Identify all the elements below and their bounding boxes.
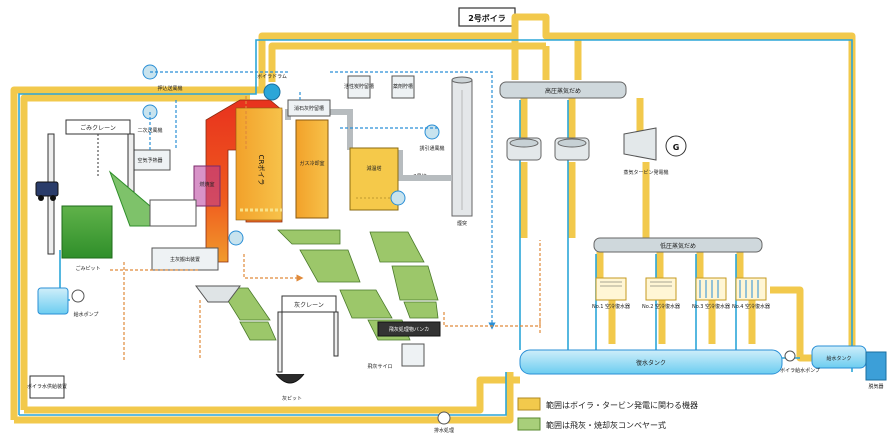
reagent-tank-2: 活性炭貯留槽 [344,76,374,98]
boiler-drum-label: ボイラドラム [257,73,287,80]
fly-ash-bunker: 飛灰処理物バンカ [378,322,440,336]
boiler-label: CRボイラ [257,155,265,186]
feed-tank-label: 給水タンク [826,355,851,362]
turbine-label: 蒸気タービン発電機 [623,169,668,176]
air-heater: 空気予熱器 [130,150,170,170]
garbage-pit: ごみピット [62,206,112,272]
condenser-1-label: No.1 空冷復水器 [592,303,630,310]
condensate-tank-label: 復水タンク [636,359,666,367]
gas-cooler-label: ガス冷却室 [299,160,324,167]
condenser-3-label: No.3 空冷復水器 [692,303,730,310]
ash-crane: 灰クレーン [278,296,338,372]
stack-label: 煙突 [457,220,467,227]
fly-ash-bunker-label: 飛灰処理物バンカ [389,326,429,333]
slag-pit-label: 主灰搬出装置 [170,256,200,263]
stack: 煙突 2号炉 [413,77,472,227]
steam-header-2: 低圧蒸気だめ [594,238,762,252]
legend-item-boiler: 範囲はボイラ・タービン発電に関わる機器 [518,398,698,410]
fan-2-label: 誘引通風機 [419,145,444,152]
garbage-truck [36,182,58,201]
water-tank-left: 給水ポンプ [38,288,98,318]
title-text: 2号ボイラ [468,13,506,23]
ash-pit-label: 灰ピット [282,395,302,402]
temp-reducer: 減温塔 [350,148,398,210]
fan-4 [391,191,405,205]
fly-ash-silo: 飛灰サイロ [367,344,424,370]
condenser-3: No.3 空冷復水器 [692,278,730,310]
feed-tank: 給水タンク [812,346,866,368]
turbine-generator: G 蒸気タービン発電機 [623,128,686,176]
combustion-label: 燃焼室 [199,181,214,188]
title-box: 2号ボイラ [459,8,515,26]
condenser-1: No.1 空冷復水器 [592,278,630,310]
legend: 範囲はボイラ・タービン発電に関わる機器 範囲は飛灰・焼却灰コンベヤー式 [518,398,698,430]
fan-2: 誘引通風機 [419,125,444,152]
reagent-tank-3-label: 薬剤貯槽 [393,83,413,90]
garbage-pit-label: ごみピット [75,265,100,272]
turbine-unit-1 [507,138,541,160]
tank-left-label: ボイラ水供給装置 [27,383,67,390]
ash-pit: 灰ピット [276,374,304,402]
fly-ash-silo-label: 飛灰サイロ [367,363,392,370]
reagent-tank-1: 消石灰貯留槽 [288,100,330,116]
legend-item-ash: 範囲は飛灰・焼却灰コンベヤー式 [518,418,666,430]
steam-header-1-label: 高圧蒸気だめ [545,87,581,95]
tank-left-box: ボイラ水供給装置 [27,376,67,398]
reagent-tank-2-label: 活性炭貯留槽 [344,83,374,90]
reagent-tank-1-label: 消石灰貯留槽 [294,105,324,112]
condenser-2-label: No.2 空冷復水器 [642,303,680,310]
fan-1-label: 押込送風機 [157,85,182,92]
steam-header-1: 高圧蒸気だめ [500,82,626,98]
garbage-crane-label: ごみクレーン [80,124,116,132]
fan-5 [229,231,243,245]
condenser-4-label: No.4 空冷復水器 [732,303,770,310]
steam-header-2-label: 低圧蒸気だめ [660,242,696,250]
ash-crane-label: 灰クレーン [294,301,324,309]
pump-left-label: 給水ポンプ [74,311,99,318]
condensate-tank: 復水タンク [520,350,782,374]
hopper [110,172,196,226]
turbine-unit-2 [555,138,589,160]
condenser-2: No.2 空冷復水器 [642,278,680,310]
condenser-4: No.4 空冷復水器 [732,278,770,310]
deaerator-right: 脱気器 [866,352,886,390]
temp-reducer-label: 減温塔 [366,165,381,172]
generator-icon: G [673,143,680,152]
deaerator-label: 脱気器 [868,383,883,390]
air-heater-label: 空気予熱器 [137,157,162,164]
legend-text-ash: 範囲は飛灰・焼却灰コンベヤー式 [546,420,666,430]
legend-text-boiler: 範囲はボイラ・タービン発電に関わる機器 [546,400,698,410]
bottom-label: 排水処理 [434,427,454,434]
gas-cooler: ガス冷却室 [296,120,328,218]
pump-right-label: ボイラ給水ポンプ [780,367,820,374]
reagent-tank-3: 薬剤貯槽 [392,76,414,98]
